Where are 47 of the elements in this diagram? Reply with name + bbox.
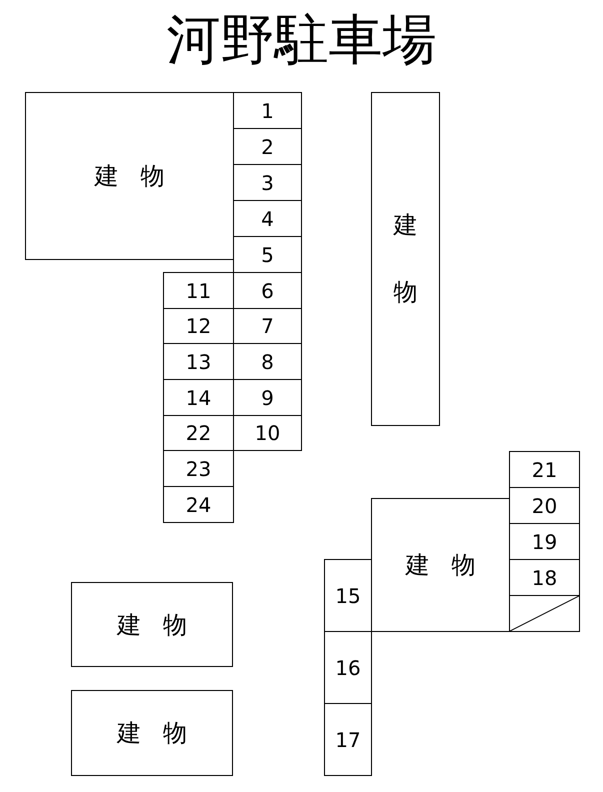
parking-space <box>163 486 234 523</box>
space-number: 10 <box>254 423 280 443</box>
parking-space <box>163 272 234 309</box>
space-number: 8 <box>261 352 274 372</box>
space-number: 2 <box>261 136 274 156</box>
building-label: 建物 <box>117 612 208 636</box>
space-number: 16 <box>335 658 361 678</box>
space-number: 18 <box>532 568 558 588</box>
building-label: 建物 <box>406 553 497 577</box>
space-number: 5 <box>261 244 274 264</box>
space-number: 22 <box>186 423 212 443</box>
building-box <box>71 582 233 667</box>
space-number: 23 <box>186 458 212 478</box>
building-box <box>25 92 234 260</box>
building-label: 建物 <box>117 721 208 745</box>
space-number: 13 <box>186 352 212 372</box>
parking-space <box>233 236 302 273</box>
parking-space <box>163 450 234 487</box>
parking-space <box>233 415 302 451</box>
space-number: 15 <box>335 586 361 606</box>
space-number: 17 <box>335 730 361 750</box>
building-box <box>371 92 440 426</box>
space-number: 19 <box>532 532 558 552</box>
parking-space <box>324 631 372 704</box>
building-label: 建物 <box>394 210 418 308</box>
parking-space <box>233 92 302 129</box>
space-number: 14 <box>186 388 212 408</box>
building-box <box>371 498 510 632</box>
building-box <box>71 690 233 776</box>
space-number: 6 <box>261 280 274 300</box>
title: 河野駐車場 <box>166 8 438 73</box>
parking-space <box>509 487 580 524</box>
space-number: 21 <box>532 460 558 480</box>
space-number: 1 <box>261 100 274 120</box>
parking-space <box>324 703 372 776</box>
space-number: 4 <box>261 208 274 228</box>
parking-space <box>324 559 372 632</box>
space-number: 11 <box>186 280 212 300</box>
space-number: 12 <box>186 316 212 336</box>
parking-space <box>509 595 580 632</box>
space-number: 20 <box>532 496 558 516</box>
building-label: 建物 <box>94 164 186 188</box>
space-number: 9 <box>261 388 274 408</box>
parking-space <box>509 451 580 488</box>
space-number: 24 <box>186 494 212 514</box>
space-number: 3 <box>261 172 274 192</box>
space-number: 7 <box>261 316 274 336</box>
